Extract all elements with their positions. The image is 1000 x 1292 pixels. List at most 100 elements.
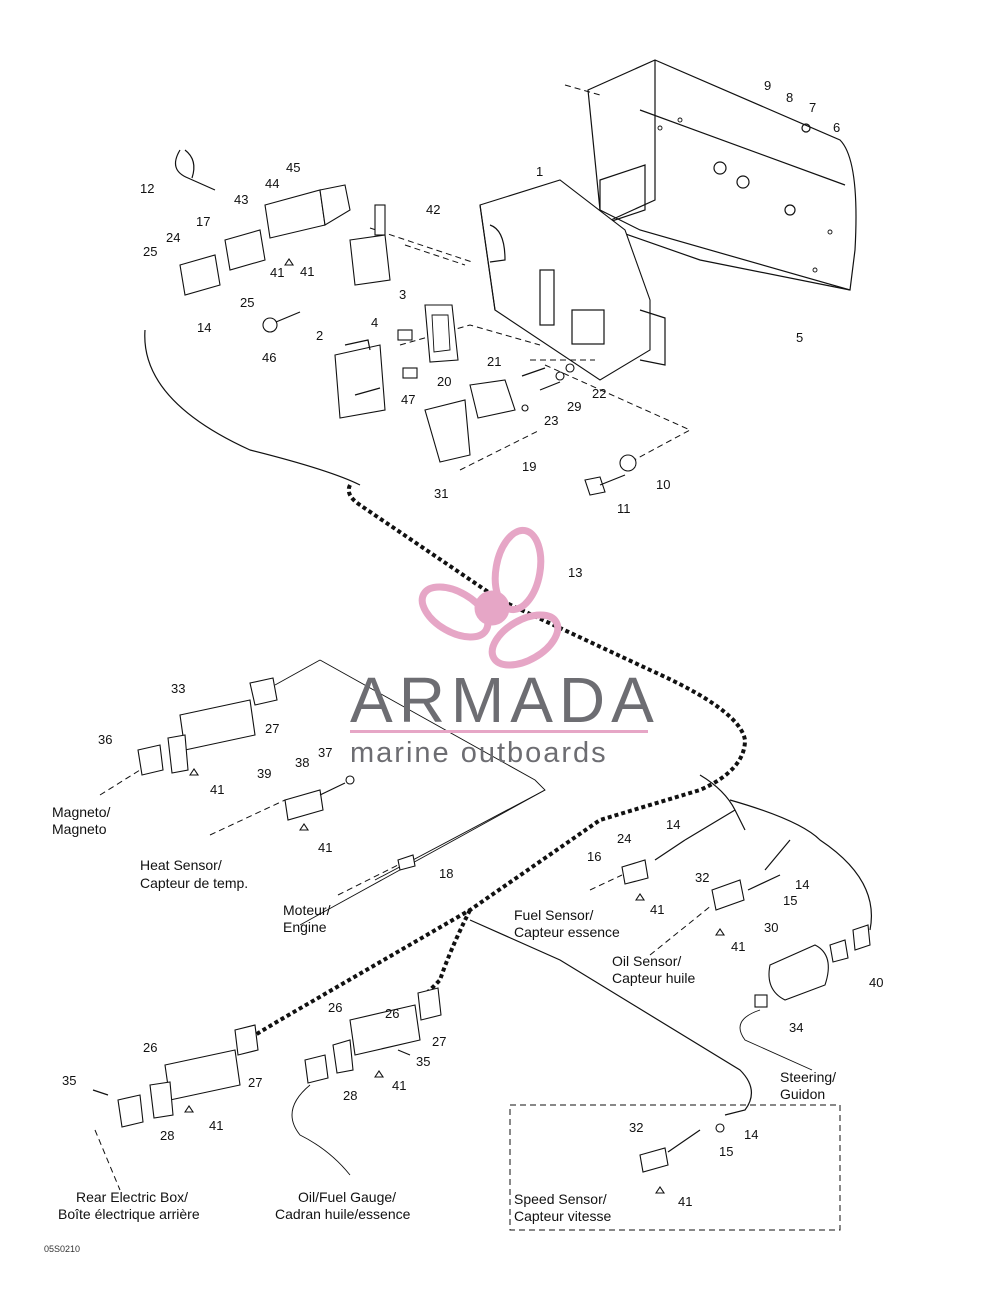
callout-labels: 1 2 3 4 5 6 7 8 9 10 11 12 13 14 14 14 1… — [62, 78, 883, 1209]
callout-2: 2 — [316, 328, 323, 343]
callout-41g: 41 — [209, 1118, 223, 1133]
callout-46: 46 — [262, 350, 276, 365]
callout-12: 12 — [140, 181, 154, 196]
callout-27a: 27 — [265, 721, 279, 736]
propeller-logo-icon — [418, 526, 562, 669]
mounting-bracket — [564, 59, 857, 291]
callout-41c: 41 — [318, 840, 332, 855]
callout-41i: 41 — [300, 264, 314, 279]
callout-14b: 14 — [666, 817, 680, 832]
callout-14a: 14 — [197, 320, 211, 335]
part-3-gasket — [424, 304, 459, 363]
callout-44: 44 — [265, 176, 279, 191]
callout-11: 11 — [617, 501, 631, 516]
callout-25a: 25 — [143, 244, 157, 259]
callout-41b: 41 — [210, 782, 224, 797]
connector-group-top — [179, 184, 351, 296]
callout-41d: 41 — [650, 902, 664, 917]
callout-41a: 41 — [270, 265, 284, 280]
watermark: ARMADA marine outboards — [350, 526, 660, 769]
caption-fuel-2: Capteur essence — [514, 924, 620, 940]
callout-29: 29 — [567, 399, 581, 414]
part-42-block — [349, 204, 391, 286]
caption-speed-2: Capteur vitesse — [514, 1208, 611, 1224]
callout-17: 17 — [196, 214, 210, 229]
captions: Magneto/ Magneto Heat Sensor/ Capteur de… — [44, 804, 836, 1254]
caption-rear-1: Rear Electric Box/ — [76, 1189, 188, 1205]
callout-23: 23 — [544, 413, 558, 428]
caption-gauge-2: Cadran huile/essence — [275, 1206, 411, 1222]
callout-27b: 27 — [432, 1034, 446, 1049]
callout-47: 47 — [401, 392, 415, 407]
drawing-code: 05S0210 — [44, 1244, 80, 1254]
callout-26c: 26 — [385, 1006, 399, 1021]
callout-10: 10 — [656, 477, 670, 492]
gauge-connector — [304, 987, 442, 1084]
callout-34: 34 — [789, 1020, 803, 1035]
callout-37: 37 — [318, 745, 332, 760]
callout-43: 43 — [234, 192, 248, 207]
callout-41f: 41 — [392, 1078, 406, 1093]
caption-magneto-2: Magneto — [52, 821, 107, 837]
callout-30: 30 — [764, 920, 778, 935]
caption-speed-1: Speed Sensor/ — [514, 1191, 607, 1207]
magneto-connector — [137, 677, 278, 776]
callout-7: 7 — [809, 100, 816, 115]
speed-sensor-box — [509, 1104, 841, 1231]
callout-16: 16 — [587, 849, 601, 864]
callout-28a: 28 — [343, 1088, 357, 1103]
callout-26b: 26 — [143, 1040, 157, 1055]
callout-38: 38 — [295, 755, 309, 770]
caption-gauge-1: Oil/Fuel Gauge/ — [298, 1189, 396, 1205]
callout-19: 19 — [522, 459, 536, 474]
callout-32a: 32 — [695, 870, 709, 885]
callout-27c: 27 — [248, 1075, 262, 1090]
callout-21: 21 — [487, 354, 501, 369]
caption-engine-2: Engine — [283, 919, 327, 935]
callout-35a: 35 — [416, 1054, 430, 1069]
callout-32b: 32 — [629, 1120, 643, 1135]
callout-4: 4 — [371, 315, 378, 330]
callout-3: 3 — [399, 287, 406, 302]
part-2-box — [334, 339, 386, 419]
callout-33: 33 — [171, 681, 185, 696]
callout-31: 31 — [434, 486, 448, 501]
callout-8: 8 — [786, 90, 793, 105]
callout-39: 39 — [257, 766, 271, 781]
callout-20: 20 — [437, 374, 451, 389]
caption-heat-1: Heat Sensor/ — [140, 857, 222, 873]
caption-steering-2: Guidon — [780, 1086, 825, 1102]
callout-13: 13 — [568, 565, 582, 580]
caption-oil-1: Oil Sensor/ — [612, 953, 681, 969]
callout-24a: 24 — [166, 230, 180, 245]
callout-25b: 25 — [240, 295, 254, 310]
callout-24b: 24 — [617, 831, 631, 846]
callout-14c: 14 — [795, 877, 809, 892]
callout-5: 5 — [796, 330, 803, 345]
caption-oil-2: Capteur huile — [612, 970, 695, 986]
caption-rear-2: Boîte électrique arrière — [58, 1206, 200, 1222]
callout-1: 1 — [536, 164, 543, 179]
callout-14d: 14 — [744, 1127, 758, 1142]
rear-box-connector — [117, 1024, 259, 1128]
screw-46 — [262, 311, 301, 333]
callout-15a: 15 — [783, 893, 797, 908]
watermark-tagline: marine outboards — [350, 737, 608, 769]
electric-box — [479, 179, 666, 381]
callout-18: 18 — [439, 866, 453, 881]
callout-40: 40 — [869, 975, 883, 990]
callout-26a: 26 — [328, 1000, 342, 1015]
callout-41h: 41 — [678, 1194, 692, 1209]
callout-41e: 41 — [731, 939, 745, 954]
callout-28b: 28 — [160, 1128, 174, 1143]
watermark-brand: ARMADA — [350, 664, 660, 736]
callout-35b: 35 — [62, 1073, 76, 1088]
callout-22: 22 — [592, 386, 606, 401]
callout-45: 45 — [286, 160, 300, 175]
caption-fuel-1: Fuel Sensor/ — [514, 907, 593, 923]
callout-42: 42 — [426, 202, 440, 217]
caption-magneto-1: Magneto/ — [52, 804, 110, 820]
callout-36: 36 — [98, 732, 112, 747]
callout-6: 6 — [833, 120, 840, 135]
